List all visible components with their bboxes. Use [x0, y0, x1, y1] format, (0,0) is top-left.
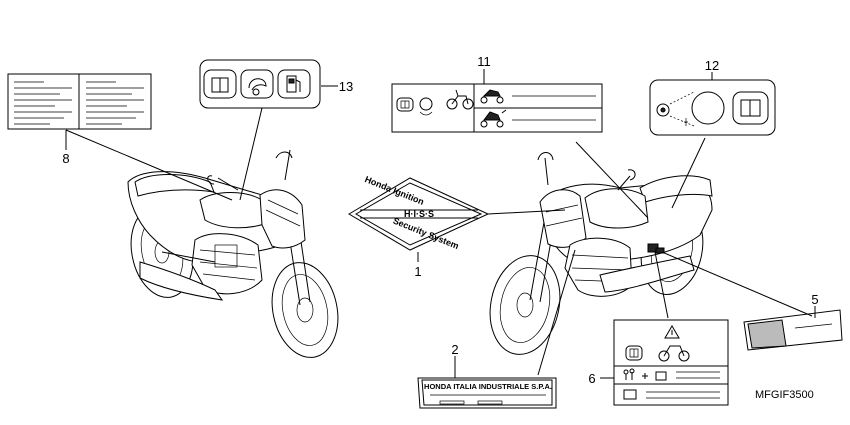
- label-2-manufacturer-plate: HONDA ITALIA INDUSTRIALE S.P.A.: [417, 249, 576, 409]
- motorcycle-icon: [658, 345, 690, 362]
- plate-text: HONDA ITALIA INDUSTRIALE S.P.A.: [424, 382, 552, 391]
- label-11-icon-sticker: [391, 69, 649, 219]
- right-motorcycle: [489, 152, 713, 355]
- hiss-top-text: Honda Ignition: [363, 174, 425, 207]
- callout-5: 5: [811, 292, 818, 307]
- callout-2: 2: [451, 342, 458, 357]
- luggage-icon: [623, 389, 720, 400]
- manual-book-icon: [732, 91, 769, 125]
- load-passenger-icon: [480, 109, 507, 128]
- rider-luggage-icon: [623, 368, 720, 381]
- motorcycle-icon: [446, 89, 474, 110]
- label-8-warning-panel: [7, 73, 233, 201]
- label-5-stripe-sticker: [661, 251, 843, 351]
- manual-book-icon: [203, 69, 237, 99]
- tire-icon: [419, 97, 433, 111]
- label-12-icon-sticker: [649, 72, 776, 209]
- diagram-code: MFGIF3500: [755, 389, 814, 401]
- callout-11: 11: [477, 54, 491, 69]
- warning-triangle-icon: [664, 325, 680, 339]
- hiss-main-text: H·I·S·S: [404, 209, 434, 219]
- label-6-warning-sticker: [600, 251, 729, 406]
- label-mark-6: [655, 247, 665, 254]
- label-1-hiss-emblem: Honda Ignition H·I·S·S Security System: [348, 174, 566, 262]
- manual-book-icon: [625, 345, 643, 361]
- mirror-icon: [691, 91, 725, 125]
- manual-book-icon: [396, 97, 414, 112]
- callout-1: 1: [414, 264, 421, 279]
- fuel-pump-icon: [277, 69, 311, 99]
- label-13-icon-sticker: [199, 59, 338, 201]
- helmet-icon: [240, 69, 274, 99]
- left-motorcycle: [127, 149, 339, 358]
- callout-8: 8: [62, 151, 69, 166]
- callout-6: 6: [588, 371, 595, 386]
- load-rider-icon: [480, 89, 504, 104]
- callout-13: 13: [339, 79, 353, 94]
- callout-12: 12: [705, 58, 719, 73]
